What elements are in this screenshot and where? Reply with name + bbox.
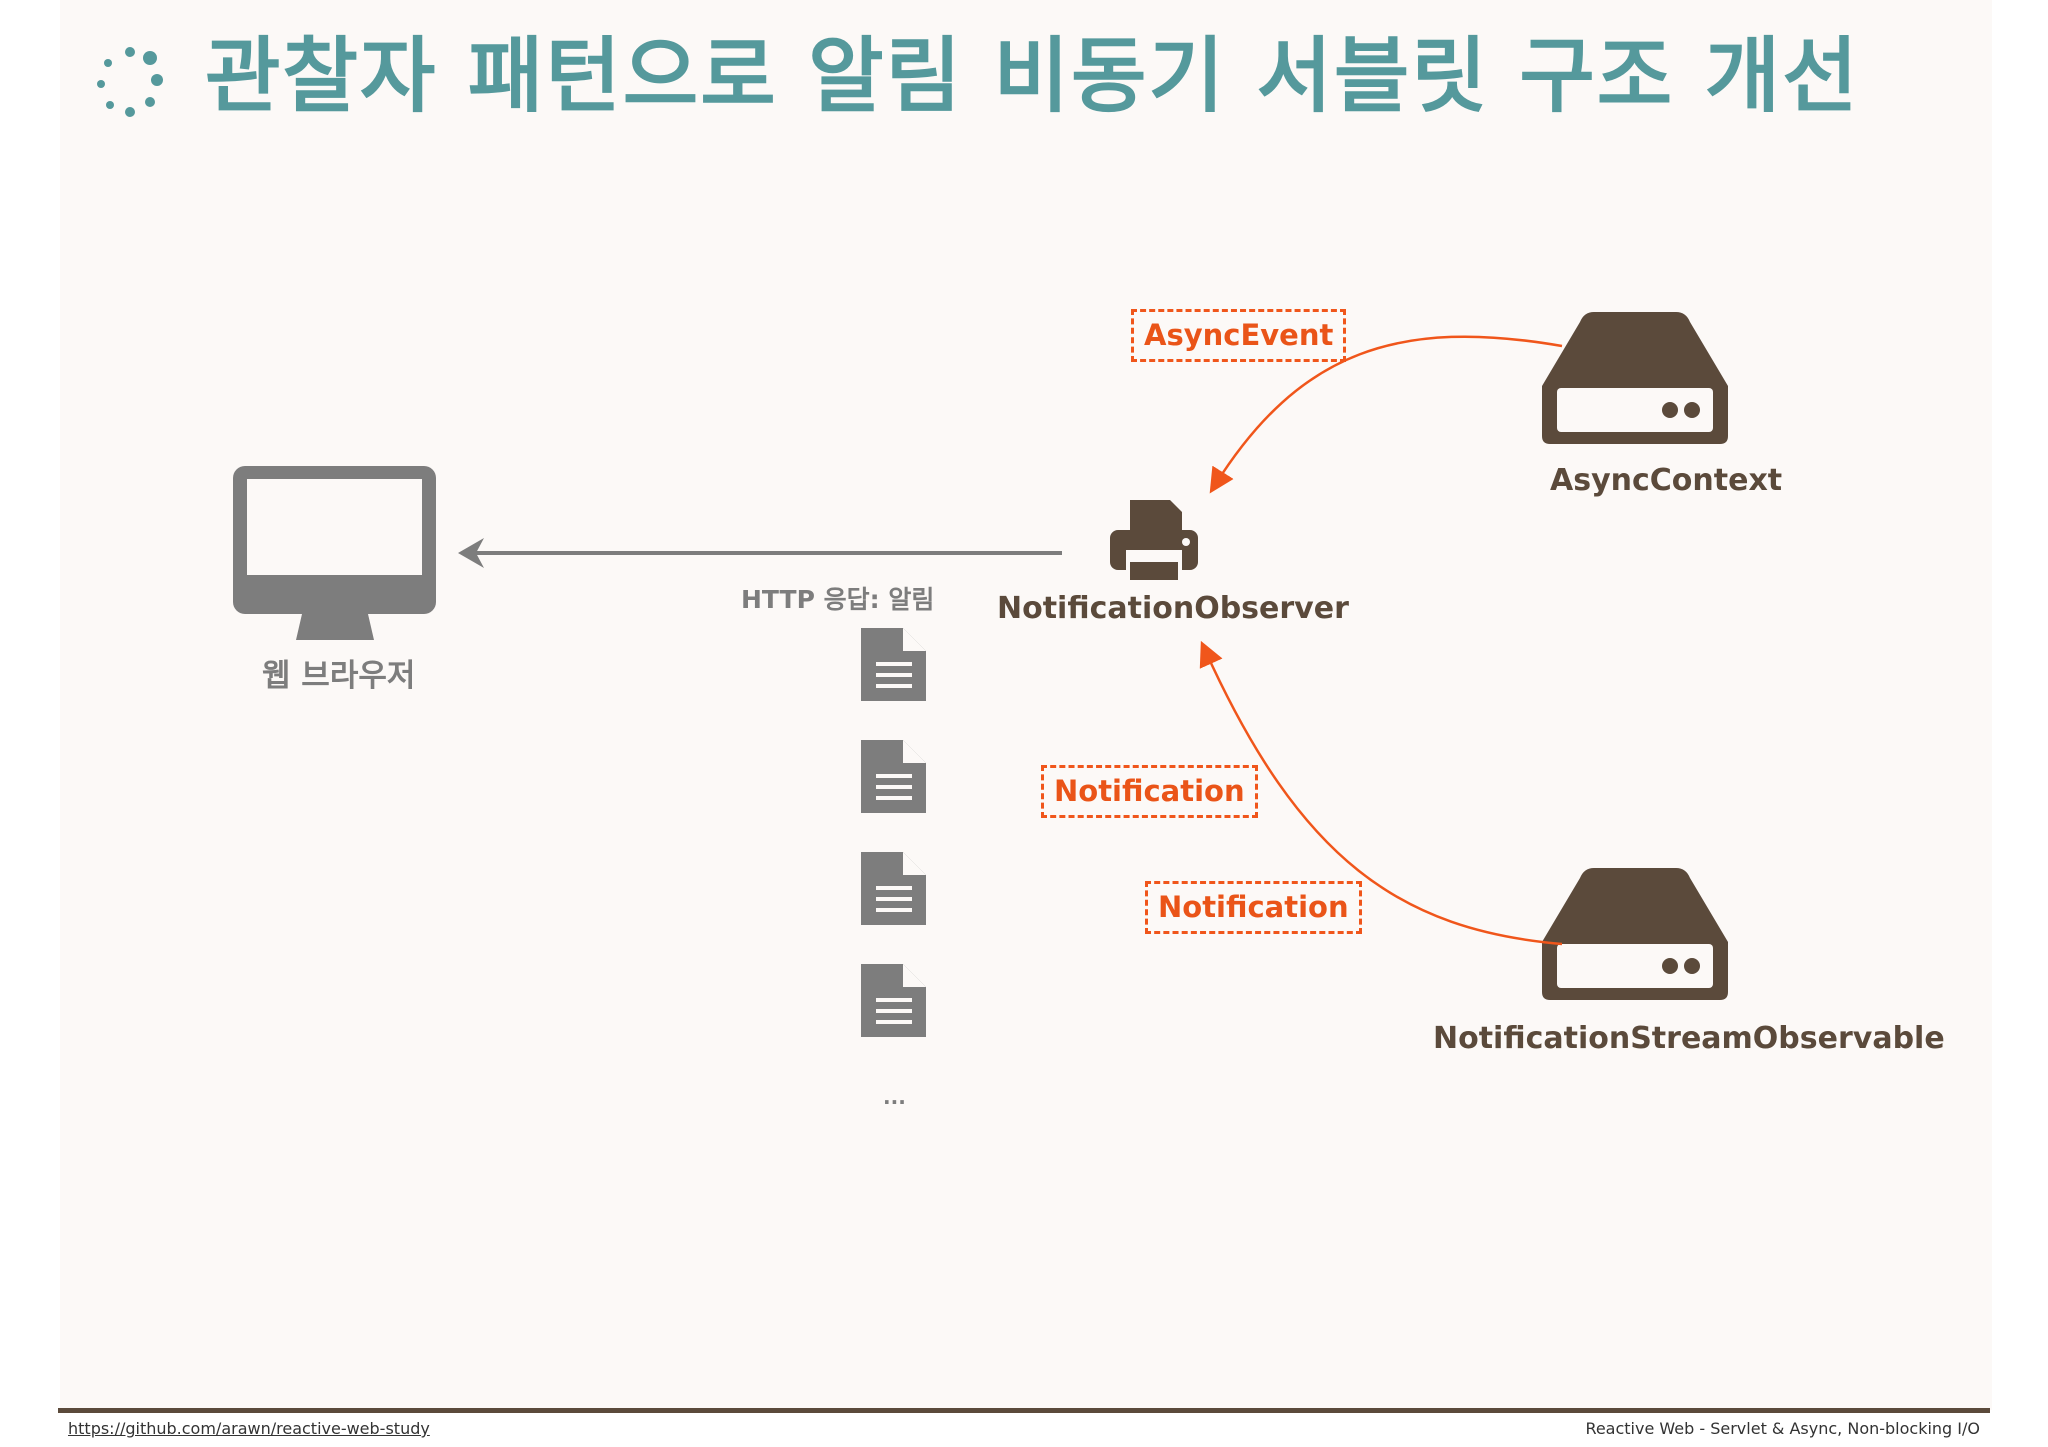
server-icon	[1542, 312, 1728, 444]
stream-observable-label: NotificationStreamObservable	[1433, 1021, 1945, 1056]
http-response-label: HTTP 응답: 알림	[741, 585, 935, 614]
observer-label: NotificationObserver	[997, 591, 1349, 626]
document-icon	[861, 964, 926, 1037]
slide-background	[60, 0, 1992, 1410]
http-response-arrow	[458, 538, 1063, 568]
browser-label: 웹 브라우저	[262, 658, 416, 694]
document-icon	[861, 628, 926, 701]
document-icon	[861, 852, 926, 925]
async-event-arrow	[1209, 335, 1563, 494]
ellipsis: ...	[883, 1085, 906, 1109]
notification-tag-1: Notification	[1041, 765, 1258, 818]
footer-caption: Reactive Web - Servlet & Async, Non-bloc…	[1585, 1419, 1980, 1438]
footer-divider	[58, 1408, 1990, 1413]
async-context-label: AsyncContext	[1550, 463, 1783, 498]
printer-icon	[1110, 500, 1198, 580]
loading-dots-icon	[97, 47, 163, 117]
server-icon	[1542, 868, 1728, 1000]
page-title: 관찰자 패턴으로 알림 비동기 서블릿 구조 개선	[205, 29, 1860, 124]
notification-arrow	[1199, 640, 1563, 946]
footer-link[interactable]: https://github.com/arawn/reactive-web-st…	[68, 1419, 430, 1438]
monitor-icon	[233, 466, 436, 640]
document-icon	[861, 740, 926, 813]
async-event-tag: AsyncEvent	[1131, 309, 1347, 362]
notification-tag-2: Notification	[1145, 881, 1362, 934]
